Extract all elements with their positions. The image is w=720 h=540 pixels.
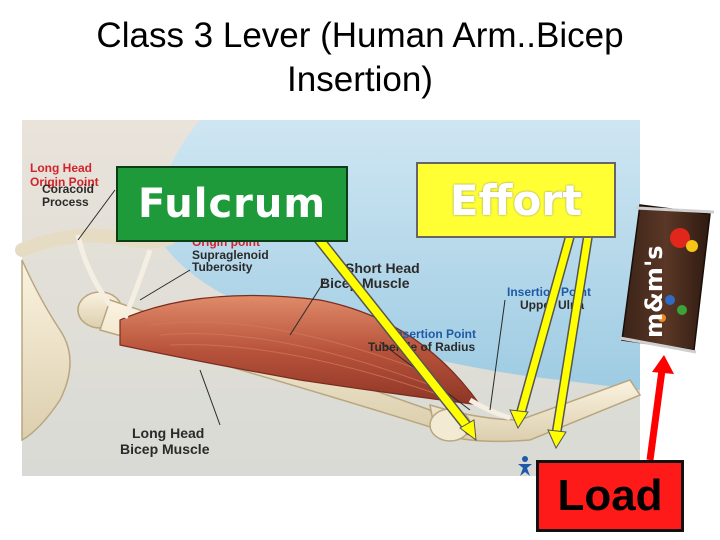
distal-tendon	[468, 397, 511, 421]
fulcrum-arrow	[312, 232, 477, 442]
label-long-head-muscle-1: Long Head	[132, 425, 204, 441]
label-short-head-1: Short Head	[345, 260, 420, 276]
label-insertion-ulna-1: Insertion Point	[507, 285, 591, 299]
effort-arrow-1	[509, 231, 575, 430]
title-line-1: Class 3 Lever (Human Arm..Bicep	[96, 16, 624, 55]
slide-title: Class 3 Lever (Human Arm..Bicep Insertio…	[0, 14, 720, 102]
label-long-head-muscle-2: Bicep Muscle	[120, 441, 210, 457]
short-head-tendon	[122, 249, 153, 319]
long-head-tendon	[75, 234, 113, 307]
candy-bag-icon: m&m's	[619, 204, 715, 354]
label-insertion-radius-2: Tubercle of Radius	[368, 340, 475, 354]
label-supraglenoid-2: Tuberosity	[192, 260, 253, 274]
biceps-fibers	[149, 321, 441, 396]
load-arrow	[646, 355, 674, 461]
scapula-bone	[21, 259, 71, 442]
candy-brand-text: m&m's	[640, 245, 668, 338]
load-label-box: Load	[536, 460, 684, 532]
arm-silhouette	[22, 120, 640, 476]
label-insertion-radius-1: Insertion Point	[392, 327, 476, 341]
label-supraglenoid-1: Supraglenoid	[192, 248, 269, 262]
fulcrum-label-box: Fulcrum	[116, 166, 348, 242]
person-icon	[518, 456, 532, 476]
title-line-2: Insertion)	[287, 60, 433, 99]
label-coracoid-2: Process	[42, 195, 89, 209]
label-long-head-origin-1: Long Head	[30, 161, 92, 175]
effort-label-box: Effort	[416, 162, 616, 238]
label-coracoid-1: Coracoid	[42, 182, 94, 196]
label-short-head-2: Bicep Muscle	[320, 275, 410, 291]
effort-arrow-2	[547, 231, 593, 450]
label-long-head-origin-2: Origin Point	[30, 175, 99, 189]
